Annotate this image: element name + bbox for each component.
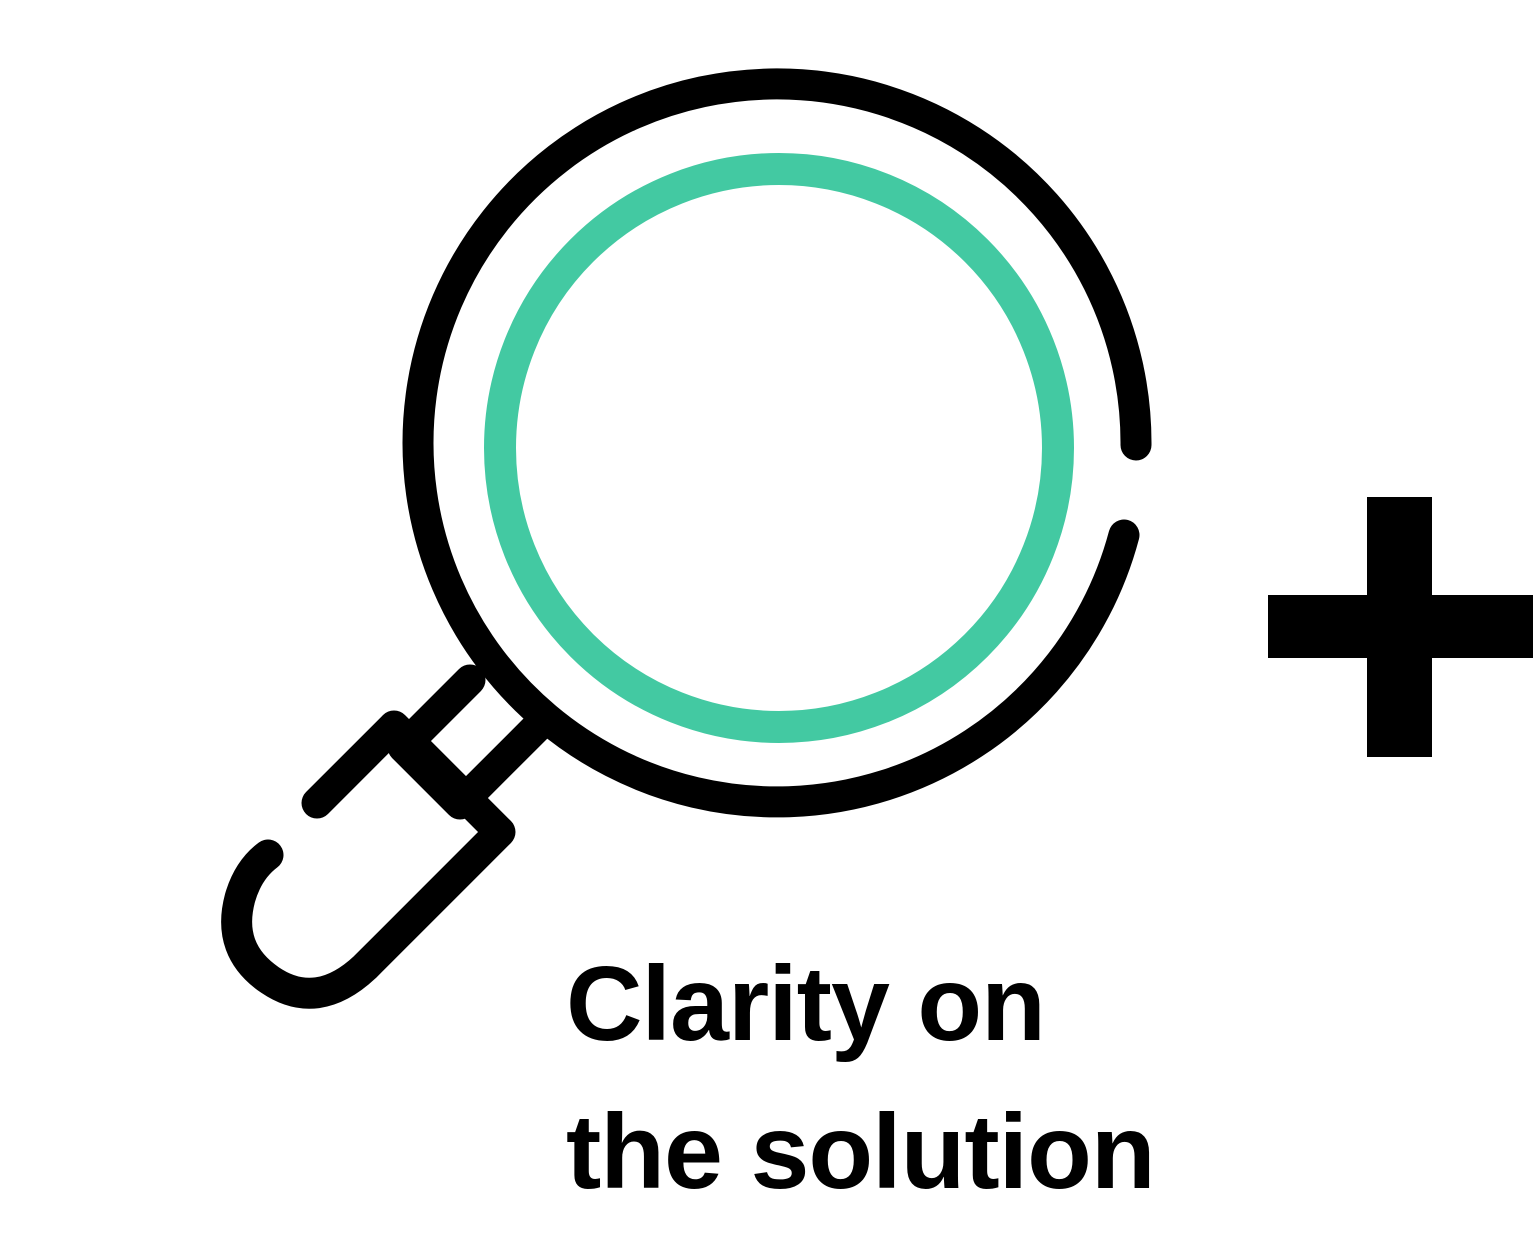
plus-horizontal-bar xyxy=(1268,595,1533,658)
lens-inner-ring xyxy=(484,153,1074,743)
caption-line-1: Clarity on xyxy=(566,945,1046,1063)
magnifying-glass-icon xyxy=(221,68,1152,1009)
caption: Clarity on the solution xyxy=(566,930,1286,1226)
plus-icon xyxy=(1268,497,1533,757)
lens-outer-ring xyxy=(402,68,1152,818)
handle-body xyxy=(221,710,516,1009)
caption-line-2: the solution xyxy=(566,1093,1156,1211)
